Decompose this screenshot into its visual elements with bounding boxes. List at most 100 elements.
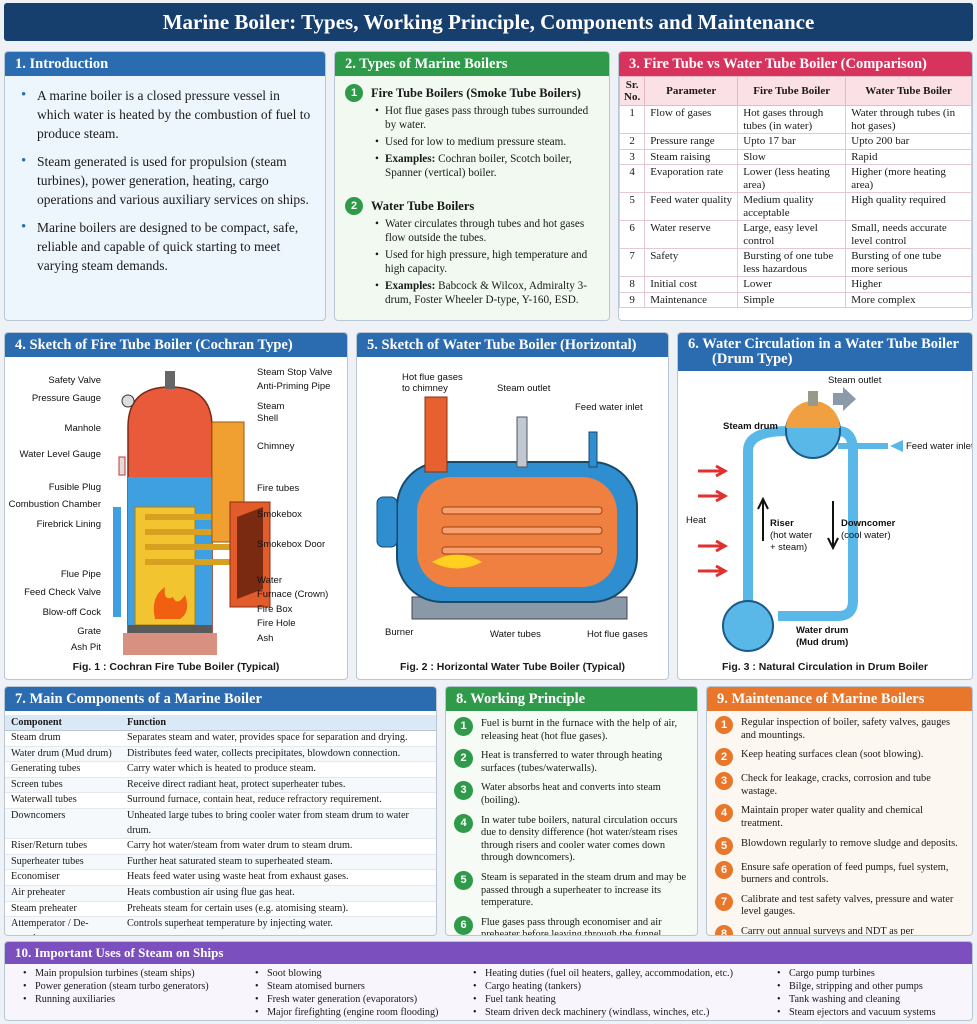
chimney	[424, 396, 448, 473]
table-cell: Generating tubes	[5, 761, 121, 778]
list-item: Steam atomised burners	[255, 980, 438, 993]
introduction-heading: 1. Introduction	[5, 52, 325, 76]
flame-icon	[432, 554, 482, 569]
flue-pipe	[113, 507, 121, 617]
diagram-label: Fusible Plug	[49, 482, 101, 493]
steam-drum-label: Steam drum	[723, 421, 778, 432]
water-tube-examples: Examples: Babcock & Wilcox, Admiralty 3-…	[375, 279, 601, 307]
components-panel: 7. Main Components of a Marine Boiler Co…	[4, 686, 437, 936]
water-drum	[722, 600, 774, 652]
water-drum-label: Water drum	[796, 625, 848, 636]
table-cell: Rapid	[845, 148, 972, 165]
table-cell: 5	[619, 192, 646, 221]
pressure-gauge-icon	[121, 394, 135, 408]
fire-tube-point: Used for low to medium pressure steam.	[375, 135, 601, 149]
diagram-label: Combustion Chamber	[9, 499, 101, 510]
table-cell: Steam drum	[5, 730, 121, 747]
column-header: Fire Tube Boiler	[737, 76, 847, 106]
table-cell: 6	[619, 220, 646, 249]
table-row: Attemperator / De-superheaterControls su…	[5, 916, 436, 935]
step-text: Heat is transferred to water through hea…	[481, 750, 663, 774]
step-text: Calibrate and test safety valves, pressu…	[741, 893, 954, 918]
circulation-panel: 6. Water Circulation in a Water Tube Boi…	[677, 332, 973, 680]
table-cell: 3	[619, 148, 646, 165]
table-cell: Hot gases through tubes (in water)	[737, 105, 847, 134]
diagram-label: Ash Pit	[71, 642, 101, 653]
step-text: In water tube boilers, natural circulati…	[481, 814, 678, 864]
horizontal-water-tube-diagram: Hot flue gases to chimney Steam outlet F…	[376, 372, 648, 640]
riser-pipe	[743, 426, 789, 626]
smokebox-door	[237, 507, 263, 599]
introduction-list: A marine boiler is a closed pressure ves…	[5, 76, 325, 275]
downcomer-arrow	[827, 501, 839, 551]
table-cell: Further heat saturated steam to superhea…	[121, 854, 436, 871]
table-cell: Preheats steam for certain uses (e.g. at…	[121, 901, 436, 918]
riser-label: Riser	[770, 518, 794, 529]
ash-pit	[123, 633, 217, 655]
table-cell: Maintenance	[644, 291, 739, 308]
table-cell: Higher (more heating area)	[845, 164, 972, 193]
flame-icon	[153, 587, 188, 619]
table-cell: 8	[619, 276, 646, 293]
water-tube-caption: Fig. 2 : Horizontal Water Tube Boiler (T…	[400, 661, 625, 673]
diagram-label: Chimney	[257, 441, 295, 452]
diagram-label: Steam	[257, 401, 285, 412]
step-text: Carry out annual surveys and NDT as per …	[741, 925, 914, 936]
table-cell: Waterwall tubes	[5, 792, 121, 809]
water-tube-point: Water circulates through tubes and hot g…	[375, 217, 601, 245]
list-item: Running auxiliaries	[23, 993, 209, 1006]
step-text: Steam is separated in the steam drum and…	[481, 871, 687, 909]
water-tube	[441, 526, 603, 535]
maintenance-heading: 9. Maintenance of Marine Boilers	[707, 687, 972, 711]
list-item: Steam ejectors and vacuum systems	[777, 1006, 936, 1019]
fire-tubes	[145, 514, 245, 565]
table-cell: 7	[619, 248, 646, 277]
heat-label: Heat	[686, 515, 706, 526]
number-badge: 3	[454, 781, 473, 801]
list-item: Cargo pump turbines	[777, 967, 936, 980]
column-header: Function	[121, 715, 436, 731]
list-item: Cargo heating (tankers)	[473, 980, 733, 993]
list-item: Fuel tank heating	[473, 993, 733, 1006]
table-cell: Surround furnace, contain heat, reduce r…	[121, 792, 436, 809]
downcomer-label: (cool water)	[841, 530, 891, 541]
table-header-row: Component Function	[5, 715, 436, 731]
fire-tube-title: Fire Tube Boilers (Smoke Tube Boilers)	[371, 85, 581, 100]
table-cell: Receive direct radiant heat, protect sup…	[121, 777, 436, 794]
number-badge: 2	[345, 197, 363, 215]
table-cell: Medium quality acceptable	[737, 192, 847, 221]
hot-flue-gases-label: Hot flue gases	[587, 629, 648, 640]
step-text: Ensure safe operation of feed pumps, fue…	[741, 861, 949, 886]
table-cell: Bursting of one tube less hazardous	[737, 248, 847, 277]
table-cell: Riser/Return tubes	[5, 838, 121, 855]
fire-tube-sketch-panel: 4. Sketch of Fire Tube Boiler (Cochran T…	[4, 332, 348, 680]
table-cell: Air preheater	[5, 885, 121, 902]
uses-column: Heating duties (fuel oil heaters, galley…	[473, 967, 733, 1019]
uses-column: Cargo pump turbinesBilge, stripping and …	[777, 967, 936, 1019]
circulation-heading-line: (Drum Type)	[712, 351, 793, 367]
table-cell: Downcomers	[5, 808, 121, 840]
number-badge: 1	[345, 84, 363, 102]
flue-gas-label: Hot flue gases	[402, 372, 463, 383]
water-tube	[441, 506, 603, 515]
table-cell: Water reserve	[644, 220, 739, 249]
step-text: Fuel is burnt in the furnace with the he…	[481, 718, 678, 742]
